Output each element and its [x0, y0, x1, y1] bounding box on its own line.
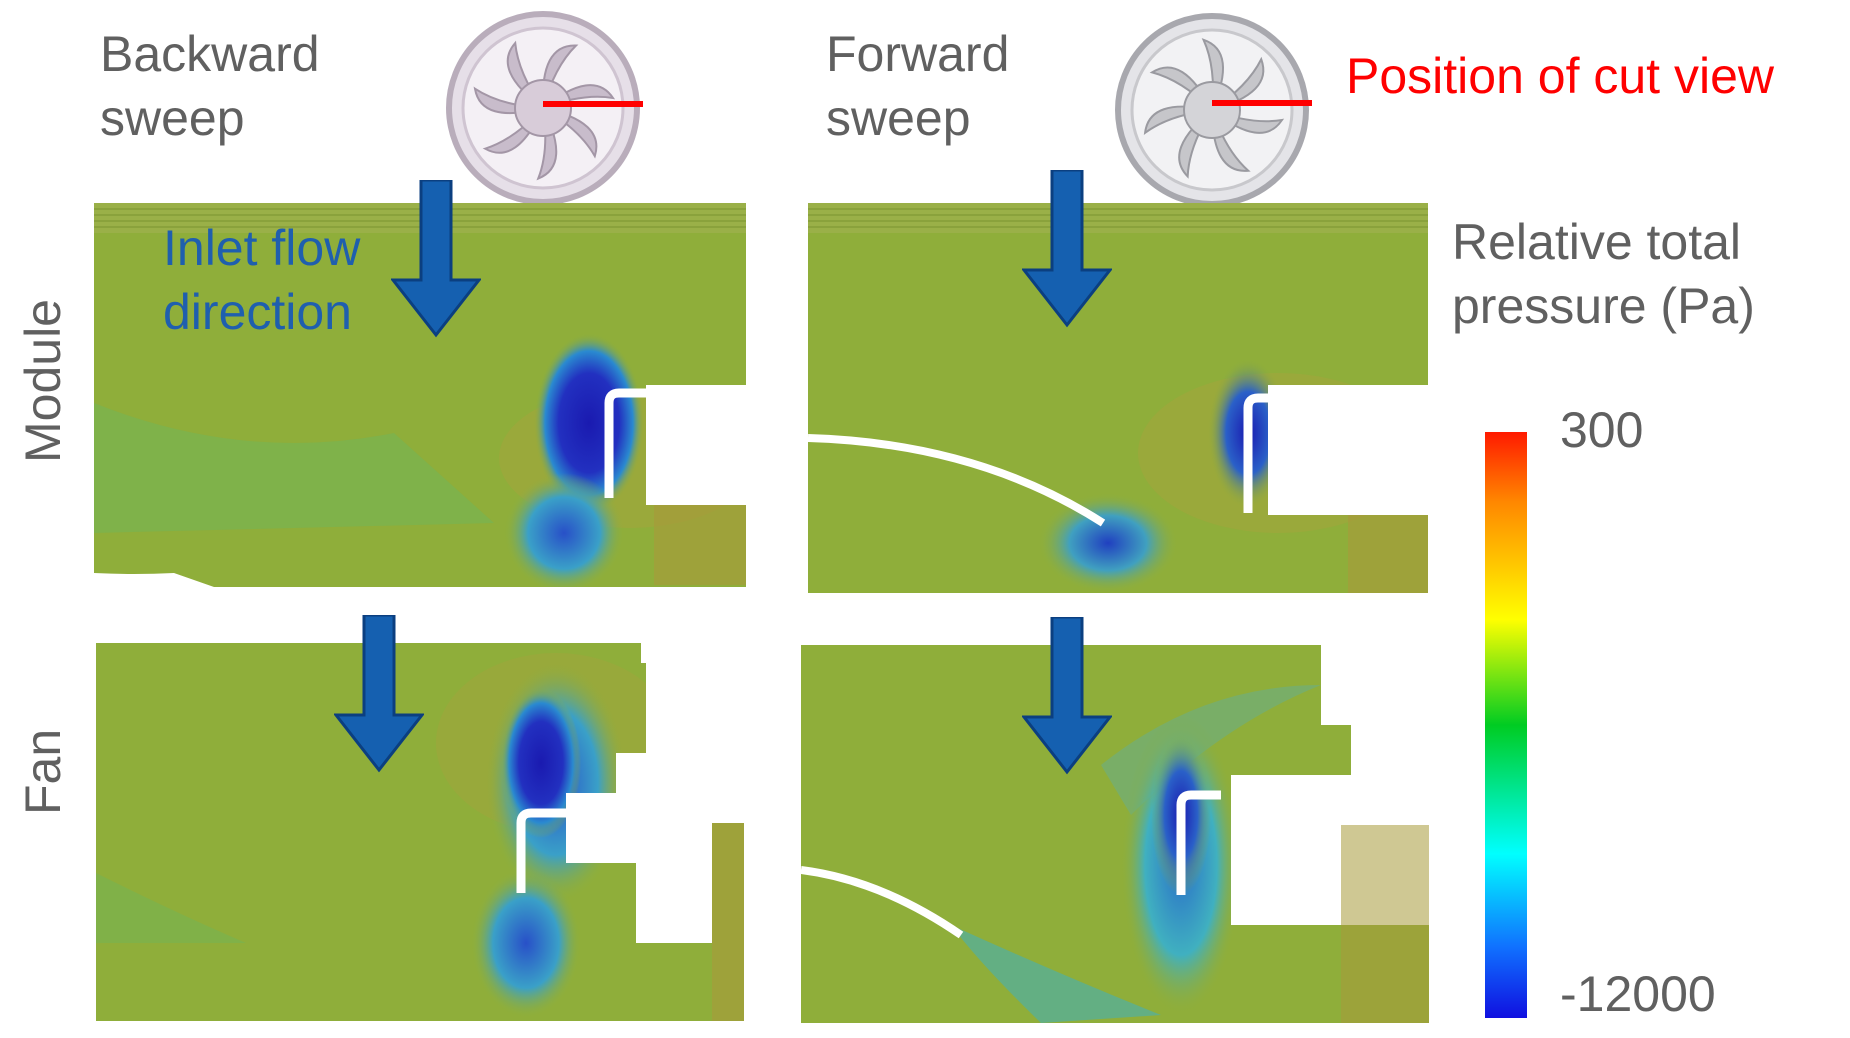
panel-fan-backward: [96, 643, 744, 1021]
fan-row-label: Fan: [15, 728, 71, 815]
backward-sweep-label: Backward sweep: [100, 26, 320, 146]
arrow-icon-fan-backward: [334, 615, 424, 773]
legend-title: Relative total pressure (Pa): [1452, 214, 1755, 334]
module-row-label: Module: [15, 299, 71, 463]
colorbar-max-label: 300: [1560, 402, 1644, 458]
cut-view-label: Position of cut view: [1346, 48, 1774, 104]
panel-fan-forward: [801, 645, 1429, 1023]
panel-module-backward: [94, 203, 746, 587]
arrow-icon-module-backward: [391, 180, 481, 338]
arrow-icon-module-forward: [1022, 170, 1112, 328]
forward-sweep-label: Forward sweep: [826, 26, 1010, 146]
backward-fan-icon: [446, 11, 643, 205]
inlet-flow-label: Inlet flow direction: [163, 220, 361, 340]
colorbar-min-label: -12000: [1560, 966, 1716, 1022]
pressure-colorbar: [1485, 432, 1527, 1018]
arrow-icon-fan-forward: [1022, 617, 1112, 775]
forward-fan-icon: [1115, 13, 1312, 207]
panel-module-forward: [808, 203, 1428, 593]
